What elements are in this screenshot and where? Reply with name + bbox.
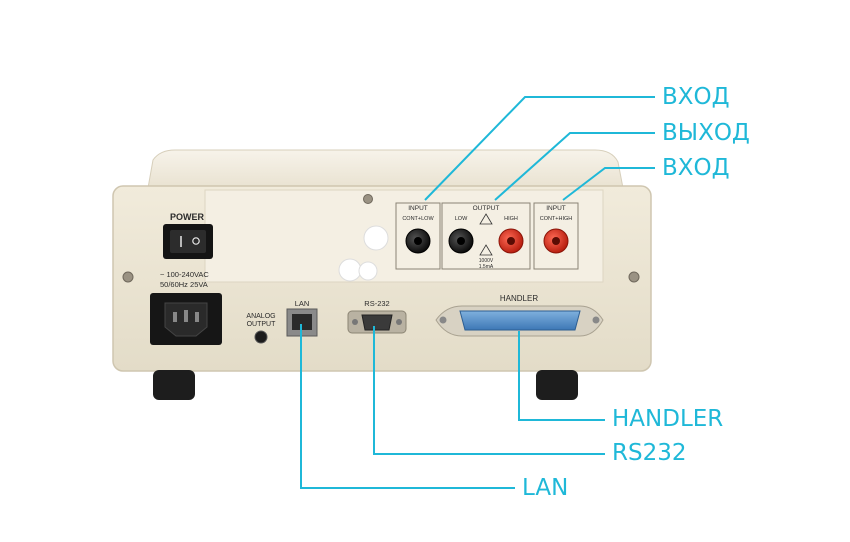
callout-lan: LAN <box>522 475 569 501</box>
rs232-port-label: RS-232 <box>364 299 389 308</box>
output-high-terminal-hole <box>507 237 515 245</box>
power-switch-rocker[interactable] <box>170 230 206 253</box>
input-left-box <box>395 202 441 270</box>
power-label: POWER <box>170 212 205 222</box>
power-switch-mark-off <box>192 237 200 245</box>
leader-output <box>494 132 655 201</box>
handler-screw-left <box>439 316 447 324</box>
output-high-label: HIGH <box>504 216 518 222</box>
input-left-title: INPUT <box>408 205 428 212</box>
leader-rs232 <box>373 326 605 455</box>
rs232-screw-left <box>352 319 358 325</box>
lan-port-opening <box>292 314 312 330</box>
rs232-port[interactable] <box>361 314 393 331</box>
handler-port[interactable] <box>459 310 581 331</box>
mains-pin-mid <box>184 310 188 322</box>
sticker-1 <box>363 225 389 251</box>
sticker-2 <box>338 258 362 282</box>
output-box <box>441 202 531 270</box>
input-left-sub: CONT+LOW <box>402 216 434 222</box>
output-rating-2: 1.5mA <box>479 264 494 270</box>
analog-output-label-1: ANALOG <box>246 313 275 320</box>
callout-handler: HANDLER <box>612 406 724 432</box>
input-left-terminal-hole <box>414 237 422 245</box>
mains-rating-line1: ~ 100-240VAC <box>160 270 209 279</box>
analog-output-label-2: OUTPUT <box>247 321 277 328</box>
chassis-top <box>147 149 624 189</box>
output-rating-1: 1000V <box>479 258 494 264</box>
warning-triangle-icon <box>479 213 493 225</box>
leader-input-right <box>562 167 655 201</box>
output-low-terminal-hole <box>457 237 465 245</box>
callout-input-right: ВХОД <box>662 155 730 181</box>
inner-panel <box>204 189 604 283</box>
input-right-box <box>533 202 579 270</box>
handler-screw-right <box>592 316 600 324</box>
sticker-3 <box>358 261 378 281</box>
callout-rs232: RS232 <box>612 440 687 466</box>
input-right-title: INPUT <box>546 205 566 212</box>
leader-input-top <box>424 96 655 201</box>
callout-output: ВЫХОД <box>662 120 750 146</box>
screw-top <box>363 194 373 204</box>
screw-right <box>628 271 640 283</box>
rs232-screw-right <box>396 319 402 325</box>
leader-handler <box>518 331 605 421</box>
foot-right <box>536 370 578 400</box>
output-low-label: LOW <box>455 216 468 222</box>
mains-rating-line2: 50/60Hz 25VA <box>160 280 208 289</box>
lan-port-label: LAN <box>295 299 310 308</box>
foot-left <box>153 370 195 400</box>
screw-left <box>122 271 134 283</box>
mains-pin-right <box>195 312 199 322</box>
callout-leaders <box>300 96 655 489</box>
mains-pin-left <box>173 312 177 322</box>
analog-output-jack[interactable] <box>254 330 268 344</box>
handler-port-label: HANDLER <box>500 294 538 303</box>
callout-input-top: ВХОД <box>662 84 730 110</box>
warning-triangle-icon-lower <box>479 244 493 256</box>
input-right-terminal-hole <box>552 237 560 245</box>
input-right-sub: CONT+HIGH <box>540 216 573 222</box>
output-title: OUTPUT <box>473 205 500 212</box>
leader-lan <box>300 324 515 489</box>
